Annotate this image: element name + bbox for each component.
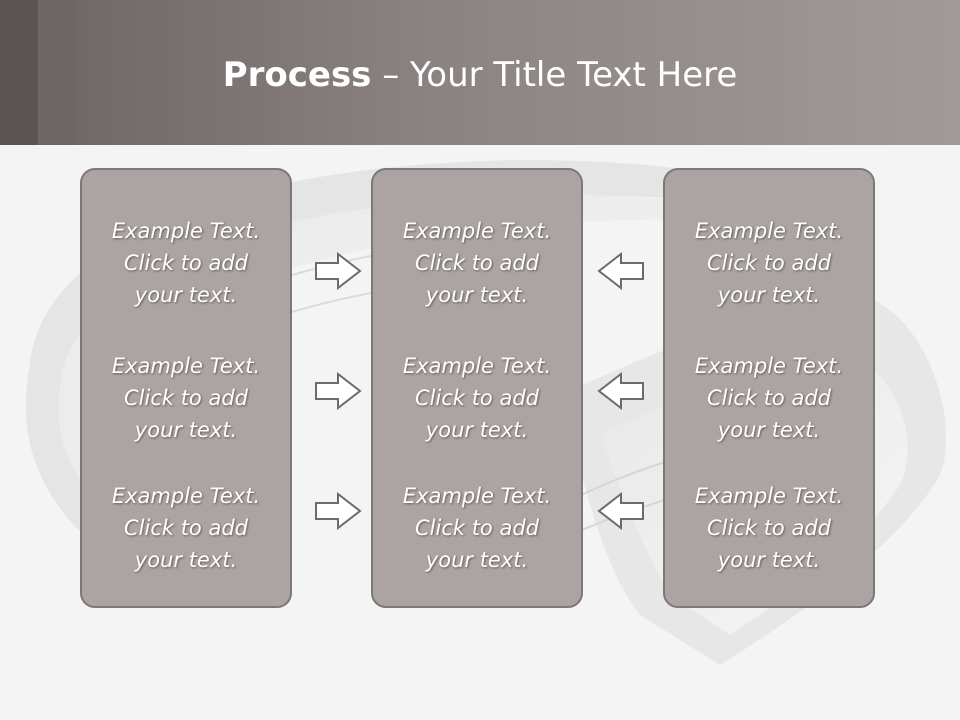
slide-title[interactable]: Process – Your Title Text Here <box>0 52 960 98</box>
text-line: Example Text. <box>694 219 844 243</box>
text-line: your text. <box>134 418 238 442</box>
process-column-right[interactable]: Example Text. Click to add your text. Ex… <box>663 168 875 608</box>
text-line: Click to add <box>706 251 831 275</box>
text-line: your text. <box>425 548 529 572</box>
process-column-left[interactable]: Example Text. Click to add your text. Ex… <box>80 168 292 608</box>
slide-title-bold: Process <box>222 55 372 95</box>
text-block[interactable]: Example Text. Click to add your text. <box>82 215 290 311</box>
left-arrow-icon[interactable] <box>597 492 645 530</box>
text-line: Click to add <box>123 516 248 540</box>
text-line: Click to add <box>123 386 248 410</box>
text-line: Example Text. <box>694 354 844 378</box>
title-bar: Process – Your Title Text Here <box>0 0 960 145</box>
text-line: your text. <box>717 418 821 442</box>
text-line: Click to add <box>706 516 831 540</box>
text-line: Example Text. <box>402 484 552 508</box>
text-line: Example Text. <box>111 219 261 243</box>
text-block[interactable]: Example Text. Click to add your text. <box>373 350 581 446</box>
text-line: Click to add <box>706 386 831 410</box>
right-arrow-icon[interactable] <box>314 492 362 530</box>
text-line: Click to add <box>414 386 539 410</box>
text-block[interactable]: Example Text. Click to add your text. <box>82 480 290 576</box>
text-block[interactable]: Example Text. Click to add your text. <box>82 350 290 446</box>
text-block[interactable]: Example Text. Click to add your text. <box>665 350 873 446</box>
header-accent-strip <box>0 0 38 145</box>
text-line: Example Text. <box>694 484 844 508</box>
text-block[interactable]: Example Text. Click to add your text. <box>373 215 581 311</box>
text-line: your text. <box>134 548 238 572</box>
text-block[interactable]: Example Text. Click to add your text. <box>665 480 873 576</box>
text-line: Click to add <box>414 251 539 275</box>
right-arrow-icon[interactable] <box>314 372 362 410</box>
text-line: your text. <box>134 283 238 307</box>
text-line: your text. <box>717 283 821 307</box>
text-line: Click to add <box>414 516 539 540</box>
process-column-middle[interactable]: Example Text. Click to add your text. Ex… <box>371 168 583 608</box>
text-line: Example Text. <box>402 219 552 243</box>
text-block[interactable]: Example Text. Click to add your text. <box>373 480 581 576</box>
text-line: Example Text. <box>402 354 552 378</box>
text-line: Example Text. <box>111 484 261 508</box>
text-line: Example Text. <box>111 354 261 378</box>
slide-title-rest: – Your Title Text Here <box>371 55 738 95</box>
text-line: Click to add <box>123 251 248 275</box>
left-arrow-icon[interactable] <box>597 372 645 410</box>
text-line: your text. <box>717 548 821 572</box>
header-accent-strip <box>38 0 75 145</box>
left-arrow-icon[interactable] <box>597 252 645 290</box>
text-line: your text. <box>425 283 529 307</box>
text-block[interactable]: Example Text. Click to add your text. <box>665 215 873 311</box>
text-line: your text. <box>425 418 529 442</box>
right-arrow-icon[interactable] <box>314 252 362 290</box>
